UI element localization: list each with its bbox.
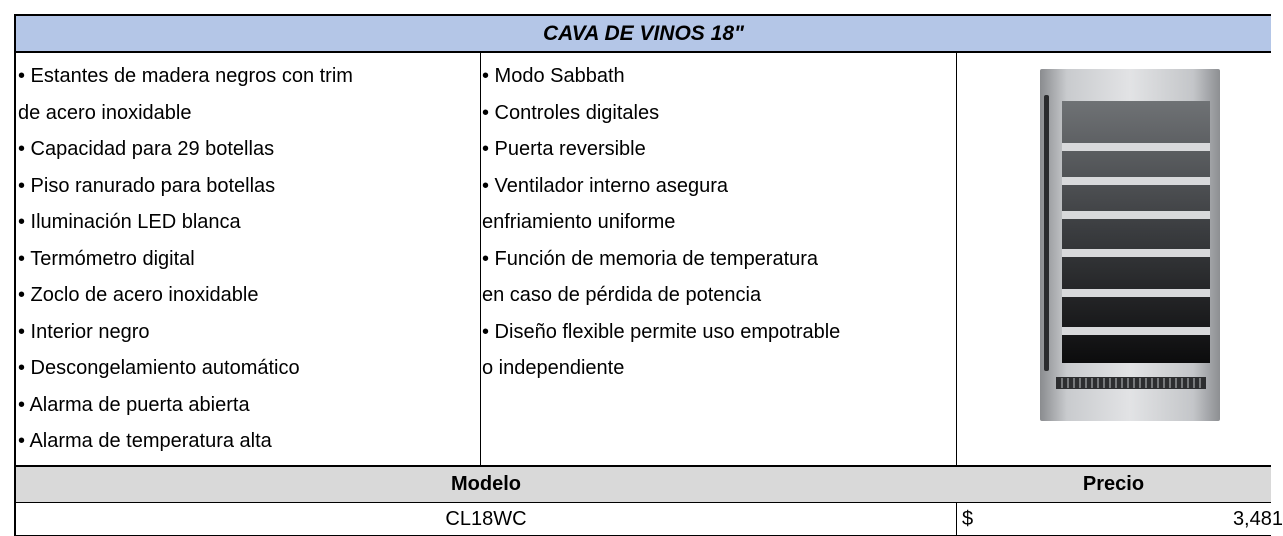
title-cell[interactable]: CAVA DE VINOS 18" (14, 14, 1271, 53)
price-header: Precio (1082, 473, 1145, 495)
product-image-cell[interactable] (956, 52, 1271, 465)
feature-line: • Ventilador interno asegura (482, 174, 729, 197)
feature-line: • Termómetro digital (18, 247, 195, 270)
feature-line: • Modo Sabbath (482, 65, 625, 87)
feature-line: enfriamiento uniforme (482, 211, 676, 233)
price-header-cell[interactable]: Precio (956, 465, 1271, 503)
price-value: 3,481 (1232, 507, 1283, 530)
feature-line: • Piso ranurado para botellas (18, 174, 276, 197)
features-right-list: • Modo Sabbath • Controles digitales • P… (480, 52, 956, 387)
model-header-cell[interactable]: Modelo (14, 465, 957, 503)
features-left-list: • Estantes de madera negros con trim de … (16, 52, 480, 460)
feature-line: • Puerta reversible (482, 138, 646, 160)
product-sheet: CAVA DE VINOS 18" • Estantes de madera n… (14, 14, 1283, 536)
feature-line: en caso de pérdida de potencia (482, 284, 762, 306)
feature-line: • Controles digitales (482, 101, 660, 124)
feature-line: • Zoclo de acero inoxidable (18, 284, 259, 306)
feature-line: • Alarma de temperatura alta (18, 430, 272, 452)
features-right-cell[interactable]: • Modo Sabbath • Controles digitales • P… (480, 52, 957, 465)
feature-line: • Descongelamiento automático (18, 357, 300, 379)
model-value: CL18WC (445, 507, 527, 530)
feature-line: • Estantes de madera negros con trim (18, 65, 353, 87)
features-left-cell[interactable]: • Estantes de madera negros con trim de … (14, 52, 481, 465)
model-header: Modelo (451, 473, 521, 495)
feature-line: • Capacidad para 29 botellas (18, 138, 275, 160)
feature-line: • Función de memoria de temperatura (482, 247, 819, 270)
wine-cooler-image (1040, 69, 1220, 421)
model-value-cell[interactable]: CL18WC (14, 503, 957, 536)
currency-symbol: $ (962, 507, 974, 530)
sheet-title: CAVA DE VINOS 18" (543, 21, 744, 45)
feature-line: • Iluminación LED blanca (18, 211, 241, 233)
price-value-cell[interactable]: $ 3,481 (956, 503, 1283, 536)
feature-line: • Alarma de puerta abierta (18, 393, 250, 416)
feature-line: • Interior negro (18, 320, 150, 343)
feature-line: o independiente (482, 357, 625, 379)
feature-line: de acero inoxidable (18, 101, 192, 124)
feature-line: • Diseño flexible permite uso empotrable (482, 320, 841, 343)
